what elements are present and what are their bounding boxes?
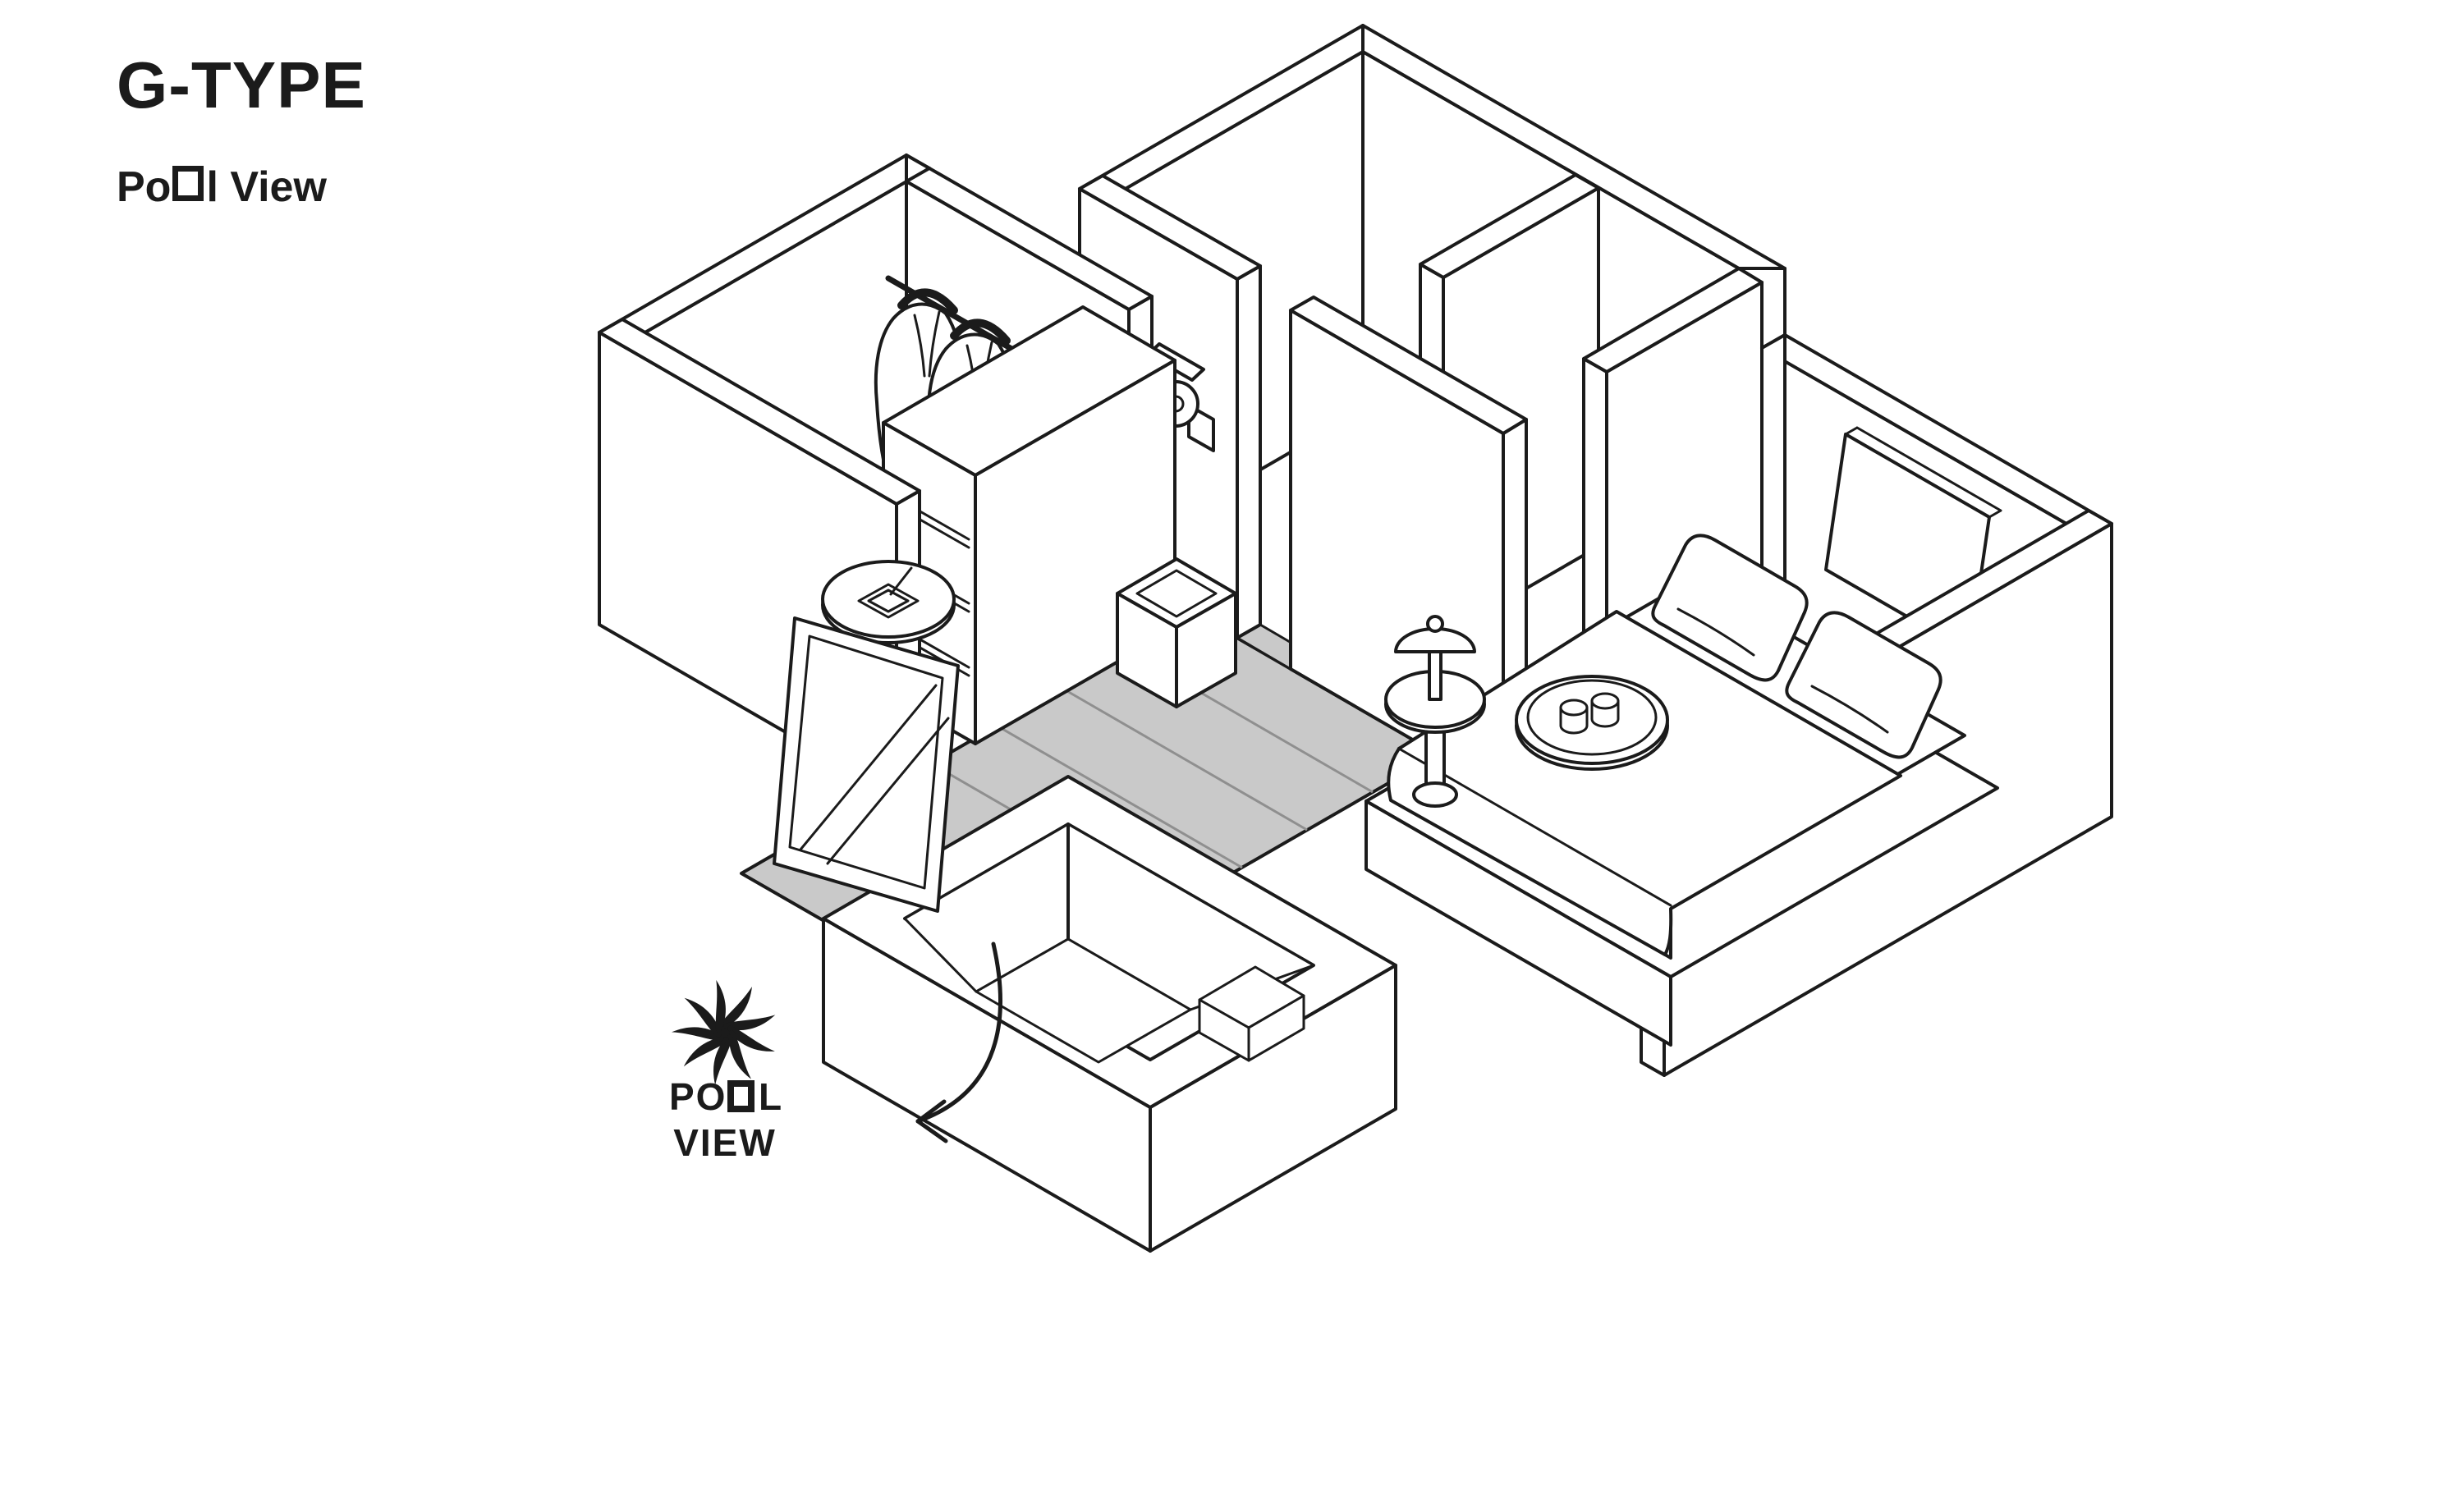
plunge-pool (822, 775, 1397, 1253)
bedside-table (1384, 615, 1486, 808)
bed-tray (1515, 675, 1669, 771)
pool-label-line1-pre: PO (669, 1075, 727, 1118)
storage-box (1116, 557, 1237, 708)
pool-step (1198, 965, 1305, 1062)
pool-view-label: PO L VIEW (669, 1075, 783, 1164)
subtitle-post: l View (206, 163, 327, 211)
tray-candle-icon (857, 566, 920, 619)
subtitle-pre: Po (117, 163, 172, 211)
square-o-glyph (172, 166, 204, 201)
pool-view-arrow (915, 942, 1002, 1143)
pool-label-line1-post: L (759, 1075, 783, 1118)
mushroom-lamp-icon (1394, 615, 1476, 701)
pool-basin (903, 822, 1315, 1064)
page-subtitle: Po l View (117, 163, 327, 212)
pool-window-glass (773, 616, 960, 913)
pillow (1651, 534, 1809, 682)
bedroom (1365, 333, 2113, 1077)
square-o-glyph (727, 1080, 754, 1112)
pool-view-swirl-icon (672, 979, 776, 1085)
pool-label-line2: VIEW (673, 1121, 777, 1164)
bed (1365, 534, 1999, 1047)
tray-cups-icon (1559, 692, 1620, 735)
clothes-rail (885, 275, 1028, 360)
page-title: G-TYPE (117, 48, 366, 121)
